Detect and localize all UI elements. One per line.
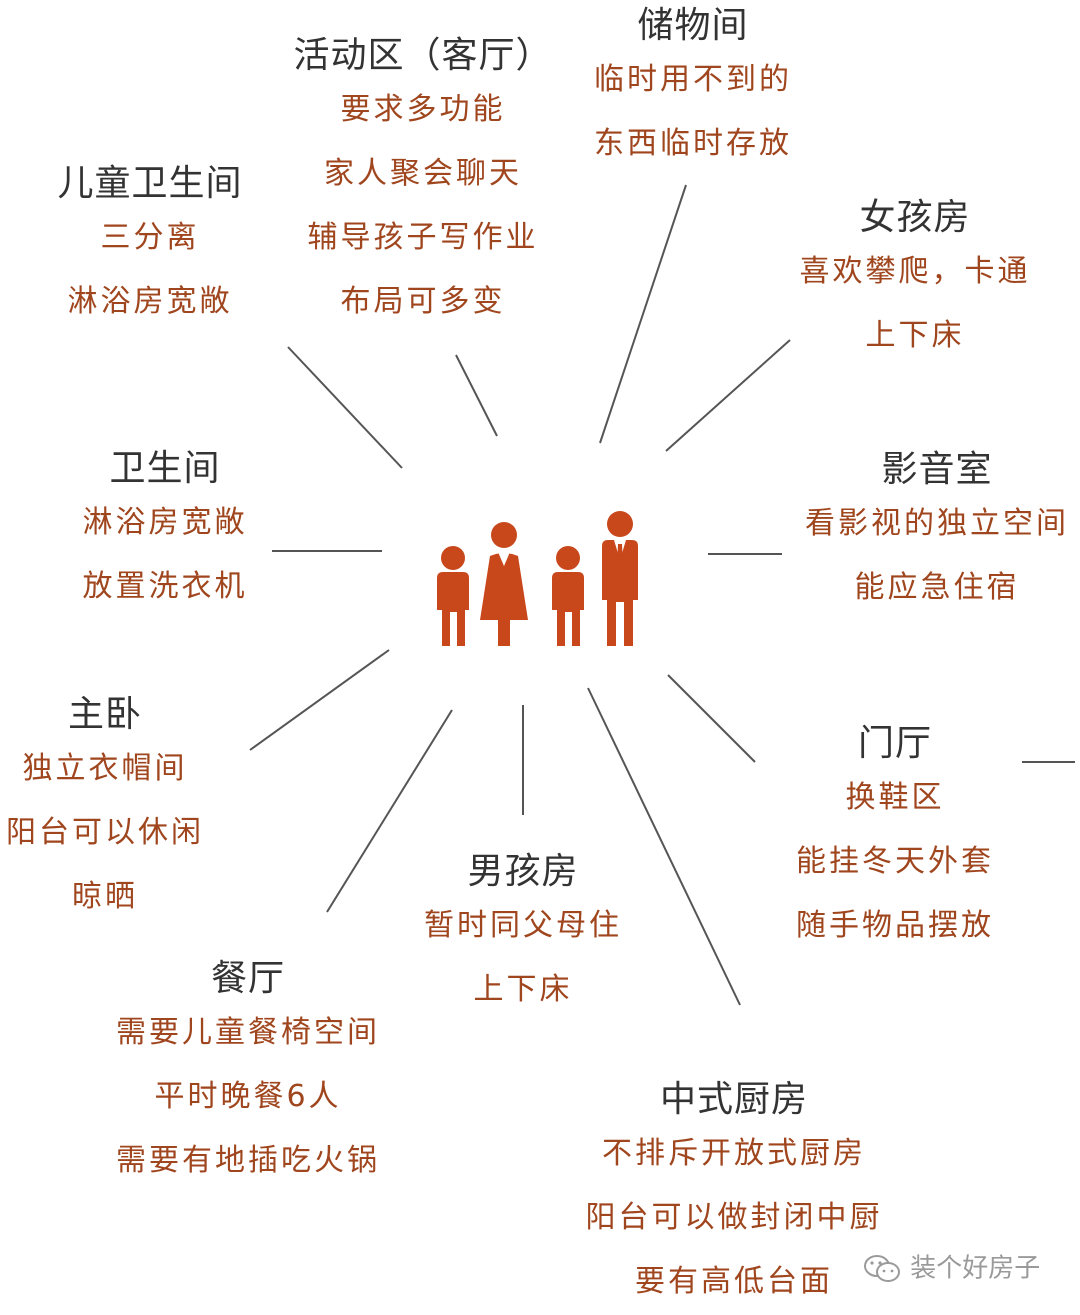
node-title: 儿童卫生间 (57, 163, 243, 204)
node-media-room: 影音室 看影视的独立空间 能应急住宿 (796, 448, 1078, 620)
node-storage: 储物间 临时用不到的 东西临时存放 (573, 4, 813, 176)
node-title: 主卧 (67, 694, 142, 735)
node-detail: 上下床 (865, 318, 965, 353)
node-title: 女孩房 (859, 197, 971, 238)
watermark: 装个好房子 (862, 1248, 1040, 1289)
node-detail: 临时用不到的 (594, 62, 792, 97)
node-boys-room: 男孩房 暂时同父母住 上下床 (413, 850, 633, 1022)
node-detail: 要求多功能 (340, 92, 506, 127)
node-title: 活动区（客厅） (293, 35, 553, 76)
node-detail: 需要有地插吃火锅 (116, 1143, 380, 1178)
node-bathroom: 卫生间 淋浴房宽敞 放置洗衣机 (60, 447, 270, 619)
node-detail: 不排斥开放式厨房 (602, 1136, 866, 1171)
node-detail: 需要儿童餐椅空间 (116, 1015, 380, 1050)
connector-line (599, 184, 687, 444)
node-detail: 淋浴房宽敞 (82, 505, 248, 540)
node-detail: 上下床 (473, 972, 573, 1007)
node-detail: 独立衣帽间 (22, 751, 188, 786)
node-detail: 随手物品摆放 (796, 908, 994, 943)
node-detail: 布局可多变 (340, 284, 506, 319)
connector-line (287, 346, 403, 469)
node-title: 中式厨房 (659, 1079, 808, 1120)
node-detail: 换鞋区 (845, 780, 945, 815)
node-detail: 晾晒 (72, 879, 138, 914)
node-detail: 三分离 (100, 220, 200, 255)
node-title: 卫生间 (109, 448, 221, 489)
connector-line (249, 649, 390, 751)
node-foyer: 门厅 换鞋区 能挂冬天外套 随手物品摆放 (775, 722, 1015, 958)
wechat-icon (864, 1254, 900, 1282)
node-detail: 东西临时存放 (594, 126, 792, 161)
node-title: 餐厅 (210, 958, 285, 999)
node-detail: 平时晚餐6人 (154, 1079, 342, 1114)
node-detail: 能挂冬天外套 (796, 844, 994, 879)
node-title: 男孩房 (467, 851, 579, 892)
node-detail: 要有高低台面 (635, 1264, 833, 1299)
node-detail: 喜欢攀爬，卡通 (799, 254, 1031, 289)
node-title: 门厅 (857, 723, 932, 764)
node-title: 影音室 (881, 449, 993, 490)
node-detail: 家人聚会聊天 (324, 156, 522, 191)
node-detail: 辅导孩子写作业 (307, 220, 539, 255)
connector-line (587, 687, 741, 1006)
node-detail: 暂时同父母住 (424, 908, 622, 943)
connector-line (665, 339, 791, 452)
node-girls-room: 女孩房 喜欢攀爬，卡通 上下床 (780, 196, 1050, 368)
node-chinese-kitchen: 中式厨房 不排斥开放式厨房 阳台可以做封闭中厨 要有高低台面 (577, 1078, 891, 1314)
node-detail: 阳台可以休闲 (6, 815, 204, 850)
node-detail: 能应急住宿 (854, 570, 1020, 605)
node-detail: 看影视的独立空间 (805, 506, 1069, 541)
node-master-bedroom: 主卧 独立衣帽间 阳台可以休闲 晾晒 (0, 693, 210, 929)
node-kids-bathroom: 儿童卫生间 三分离 淋浴房宽敞 (30, 162, 270, 334)
node-detail: 阳台可以做封闭中厨 (585, 1200, 883, 1235)
family-icon (437, 511, 638, 646)
watermark-text: 装个好房子 (910, 1253, 1041, 1284)
node-dining-room: 餐厅 需要儿童餐椅空间 平时晚餐6人 需要有地插吃火锅 (98, 957, 398, 1193)
node-title: 储物间 (637, 5, 749, 46)
connector-line (455, 354, 498, 437)
connector-line (667, 674, 756, 763)
node-detail: 放置洗衣机 (82, 569, 248, 604)
node-detail: 淋浴房宽敞 (67, 284, 233, 319)
connector-line (326, 709, 453, 913)
node-living-room: 活动区（客厅） 要求多功能 家人聚会聊天 辅导孩子写作业 布局可多变 (278, 34, 568, 334)
